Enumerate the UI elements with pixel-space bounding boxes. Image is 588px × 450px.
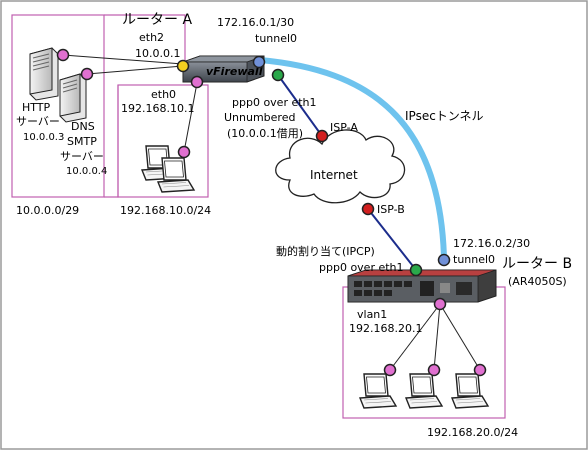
ppp0-a-label: ppp0 over eth1: [232, 96, 317, 109]
tunnel-b-ip: 172.16.0.2/30: [453, 237, 530, 250]
internet-label: Internet: [310, 168, 358, 182]
http-server-label: HTTP: [22, 101, 51, 114]
isp-b-port: [361, 202, 375, 216]
laptop-b1-port: [383, 363, 397, 377]
dns-server-port: [80, 67, 94, 81]
router-a-device: vFirewall: [182, 55, 265, 83]
router-a-title: ルーター A: [122, 12, 192, 28]
http-server-type: サーバー: [16, 115, 60, 128]
isp-b-label: ISP-B: [377, 203, 405, 216]
ppp0-a-port: [271, 68, 285, 82]
ppp0-a-mode: Unnumbered: [224, 111, 295, 124]
lan-b-network: 192.168.20.0/24: [427, 426, 518, 439]
ipcp-label: 動的割り当て(IPCP): [276, 244, 375, 258]
tunnel0-a-port: [252, 55, 266, 69]
http-server-icon: [29, 47, 59, 101]
tunnel-a-label: tunnel0: [255, 32, 297, 45]
ppp0-b-label: ppp0 over eth1: [319, 261, 404, 274]
vlan1-ip: 192.168.20.1: [349, 322, 422, 335]
eth0-port: [190, 75, 204, 89]
lan-a-network: 192.168.10.0/24: [120, 204, 211, 217]
tunnel0-b-port: [437, 253, 451, 267]
eth0-label: eth0: [151, 88, 176, 101]
ppp0-b-port: [409, 263, 423, 277]
http-server-port: [56, 48, 70, 62]
dns-smtp-server-icon: [59, 73, 87, 123]
tunnel-a-ip: 172.16.0.1/30: [217, 16, 294, 29]
vlan1-port: [433, 297, 447, 311]
router-b-title: ルーター B: [502, 256, 572, 272]
router-b-model: (AR4050S): [508, 275, 567, 288]
isp-a-label: ISP-A: [330, 121, 358, 134]
ppp0-a-borrow: (10.0.0.1借用): [227, 127, 303, 140]
eth2-label: eth2: [139, 31, 164, 44]
eth2-ip: 10.0.0.1: [135, 47, 180, 60]
dns-server-type: サーバー: [60, 150, 104, 163]
smtp-label: SMTP: [67, 135, 97, 148]
laptop-b3-port: [473, 363, 487, 377]
router-a-zone: [104, 14, 186, 62]
ipsec-tunnel-label: IPsecトンネル: [405, 109, 484, 123]
router-b-device: [347, 269, 497, 303]
internet-cloud: [275, 129, 406, 204]
laptop-b2-port: [427, 363, 441, 377]
laptop-a-port: [177, 145, 191, 159]
eth0-ip: 192.168.10.1: [121, 102, 194, 115]
dmz-zone: [11, 14, 105, 198]
ipsec-tunnel-line: [257, 57, 447, 261]
tunnel-b-label: tunnel0: [453, 253, 495, 266]
eth2-port: [176, 59, 190, 73]
vlan1-label: vlan1: [357, 308, 387, 321]
http-server-ip: 10.0.0.3: [23, 132, 64, 143]
dns-server-ip: 10.0.0.4: [66, 166, 107, 177]
isp-a-port: [315, 129, 329, 143]
dmz-network: 10.0.0.0/29: [16, 204, 79, 217]
lan-a-zone: [117, 84, 209, 198]
router-a-product-label: vFirewall: [206, 65, 263, 78]
dns-label: DNS: [71, 120, 95, 133]
isp-a-line: [277, 74, 323, 137]
isp-b-line: [367, 208, 417, 271]
